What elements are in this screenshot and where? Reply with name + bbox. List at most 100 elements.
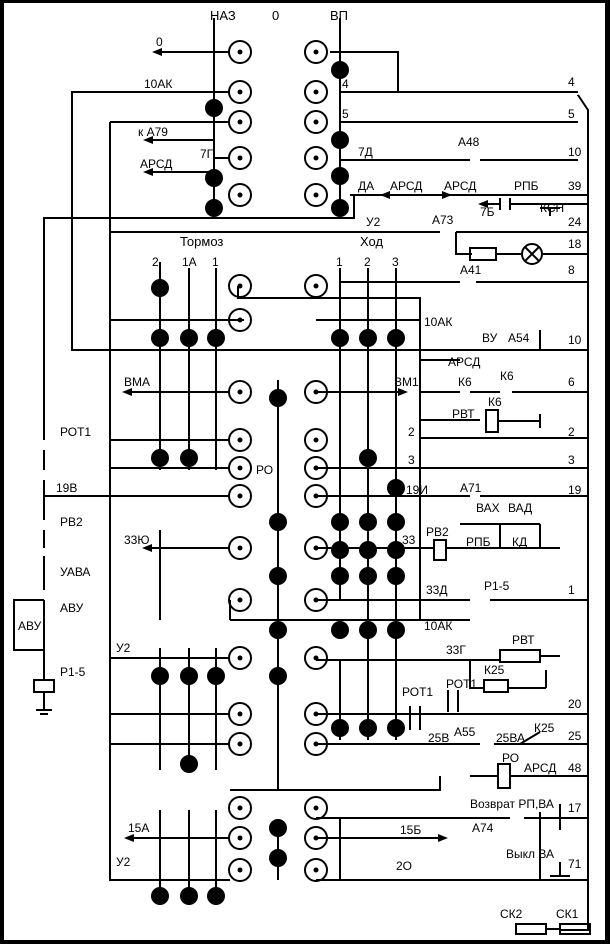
wire-0: 0 — [156, 35, 163, 49]
relay-arsd3: АРСД — [448, 355, 480, 369]
wire-r3: 3 — [408, 453, 415, 467]
circuit-schematic: НАЗ 0 ВП Тормоз Ход 2 1А 1 1 2 3 0 10АК … — [13, 8, 591, 935]
wire-7g: 7Г — [200, 147, 214, 161]
relay-rpb2: РПБ — [466, 535, 491, 549]
wire-r15b: 15Б — [400, 823, 421, 837]
wire-rrot1: РОТ1 — [402, 685, 433, 699]
drum-contact — [228, 702, 252, 726]
relay-a48: А48 — [458, 135, 480, 149]
drum-contact — [304, 646, 328, 670]
wiring — [13, 48, 591, 935]
junction-dot — [331, 167, 349, 185]
relay-7b: 7Б — [480, 205, 495, 219]
relay-vad: ВАД — [508, 501, 532, 515]
wire-arsd: АРСД — [140, 157, 172, 171]
wire-r33d: 33Д — [426, 583, 447, 597]
col-right-3: 3 — [392, 255, 399, 269]
wire-uava: УАВА — [60, 565, 90, 579]
drum-contact — [228, 826, 252, 850]
terminal-number: 10 — [568, 333, 582, 347]
wire-10ak: 10АК — [144, 77, 172, 91]
terminal-number: 25 — [568, 729, 582, 743]
wire-19v: 19В — [56, 481, 77, 495]
terminal-number: 48 — [568, 761, 582, 775]
drum-contact — [304, 274, 328, 298]
relay-arsd2: АРСД — [444, 179, 476, 193]
header-vp: ВП — [330, 8, 348, 23]
drum-contact — [228, 732, 252, 756]
drum-contact — [228, 40, 252, 64]
wire-ro: РО — [256, 463, 273, 477]
terminal-number: 39 — [568, 179, 582, 193]
relay-vah: ВАХ — [476, 501, 500, 515]
wire-r25v: 25В — [428, 731, 449, 745]
relay-vozvrat: Возврат РП,ВА — [470, 797, 554, 811]
header-hod: Ход — [360, 234, 383, 249]
labels: НАЗ 0 ВП Тормоз Ход 2 1А 1 1 2 3 0 10АК … — [18, 8, 582, 921]
header-zero: 0 — [272, 8, 279, 23]
drum-contact — [228, 380, 252, 404]
header-naz: НАЗ — [210, 8, 236, 23]
wire-r10ak2: 10АК — [424, 619, 452, 633]
header-tormoz: Тормоз — [180, 234, 223, 249]
drum-contact — [228, 110, 252, 134]
drum-contact — [228, 80, 252, 104]
wire-vma: ВМА — [124, 375, 150, 389]
wire-r5: 5 — [342, 107, 349, 121]
wire-rarsd1: АРСД — [390, 179, 422, 193]
terminal-number: 4 — [568, 75, 575, 89]
drum-contact — [228, 646, 252, 670]
wire-r7d: 7Д — [358, 145, 373, 159]
wire-ru2: У2 — [366, 215, 381, 229]
junction-dot — [205, 169, 223, 187]
wire-r33: 33 — [402, 533, 416, 547]
terminal-number: 18 — [568, 237, 582, 251]
col-right-2: 2 — [364, 255, 371, 269]
relay-rv2: РВ2 — [426, 525, 449, 539]
relay-k6c: К6 — [488, 395, 502, 409]
drum-contact — [228, 796, 252, 820]
relay-k25a: К25 — [484, 663, 505, 677]
drum-contact — [304, 183, 328, 207]
terminal-number: 6 — [568, 375, 575, 389]
relay-p15: Р1-5 — [484, 579, 510, 593]
drum-contact — [304, 146, 328, 170]
drum-contact — [228, 858, 252, 882]
terminal-number: 10 — [568, 145, 582, 159]
main-contacts — [228, 274, 328, 882]
wire-r2: 2 — [408, 425, 415, 439]
relay-a41: А41 — [460, 263, 482, 277]
relay-k6a: К6 — [458, 375, 472, 389]
drum-contact — [228, 146, 252, 170]
wire-avu2: АВУ — [18, 619, 42, 633]
relay-arsd4: АРСД — [524, 761, 556, 775]
drum-contact — [228, 428, 252, 452]
relay-k25b: К25 — [534, 721, 555, 735]
relay-a74: А74 — [472, 821, 494, 835]
relay-a54: А54 — [508, 331, 530, 345]
wire-avu1: АВУ — [60, 601, 84, 615]
wire-r2o: 2О — [396, 859, 412, 873]
drum-contact — [228, 536, 252, 560]
wire-r19i: 19И — [406, 483, 428, 497]
terminal-number: 24 — [568, 215, 582, 229]
relay-a73: А73 — [432, 213, 454, 227]
relay-25va: 25ВА — [496, 731, 525, 745]
terminal-number: 5 — [568, 107, 575, 121]
relay-a55: А55 — [454, 725, 476, 739]
wire-p15: Р1-5 — [60, 665, 86, 679]
col-right-1: 1 — [336, 255, 343, 269]
relay-vu: ВУ — [482, 331, 498, 345]
wire-15a: 15А — [128, 821, 149, 835]
wire-r10ak1: 10АК — [424, 315, 452, 329]
junction-dot — [205, 99, 223, 117]
wire-r4: 4 — [342, 77, 349, 91]
junction-dot — [331, 621, 349, 639]
wire-u2b: У2 — [116, 855, 131, 869]
wire-rv2: РВ2 — [60, 515, 83, 529]
drum-contact — [304, 80, 328, 104]
col-left-3: 1 — [212, 255, 219, 269]
junction-dot — [331, 199, 349, 217]
